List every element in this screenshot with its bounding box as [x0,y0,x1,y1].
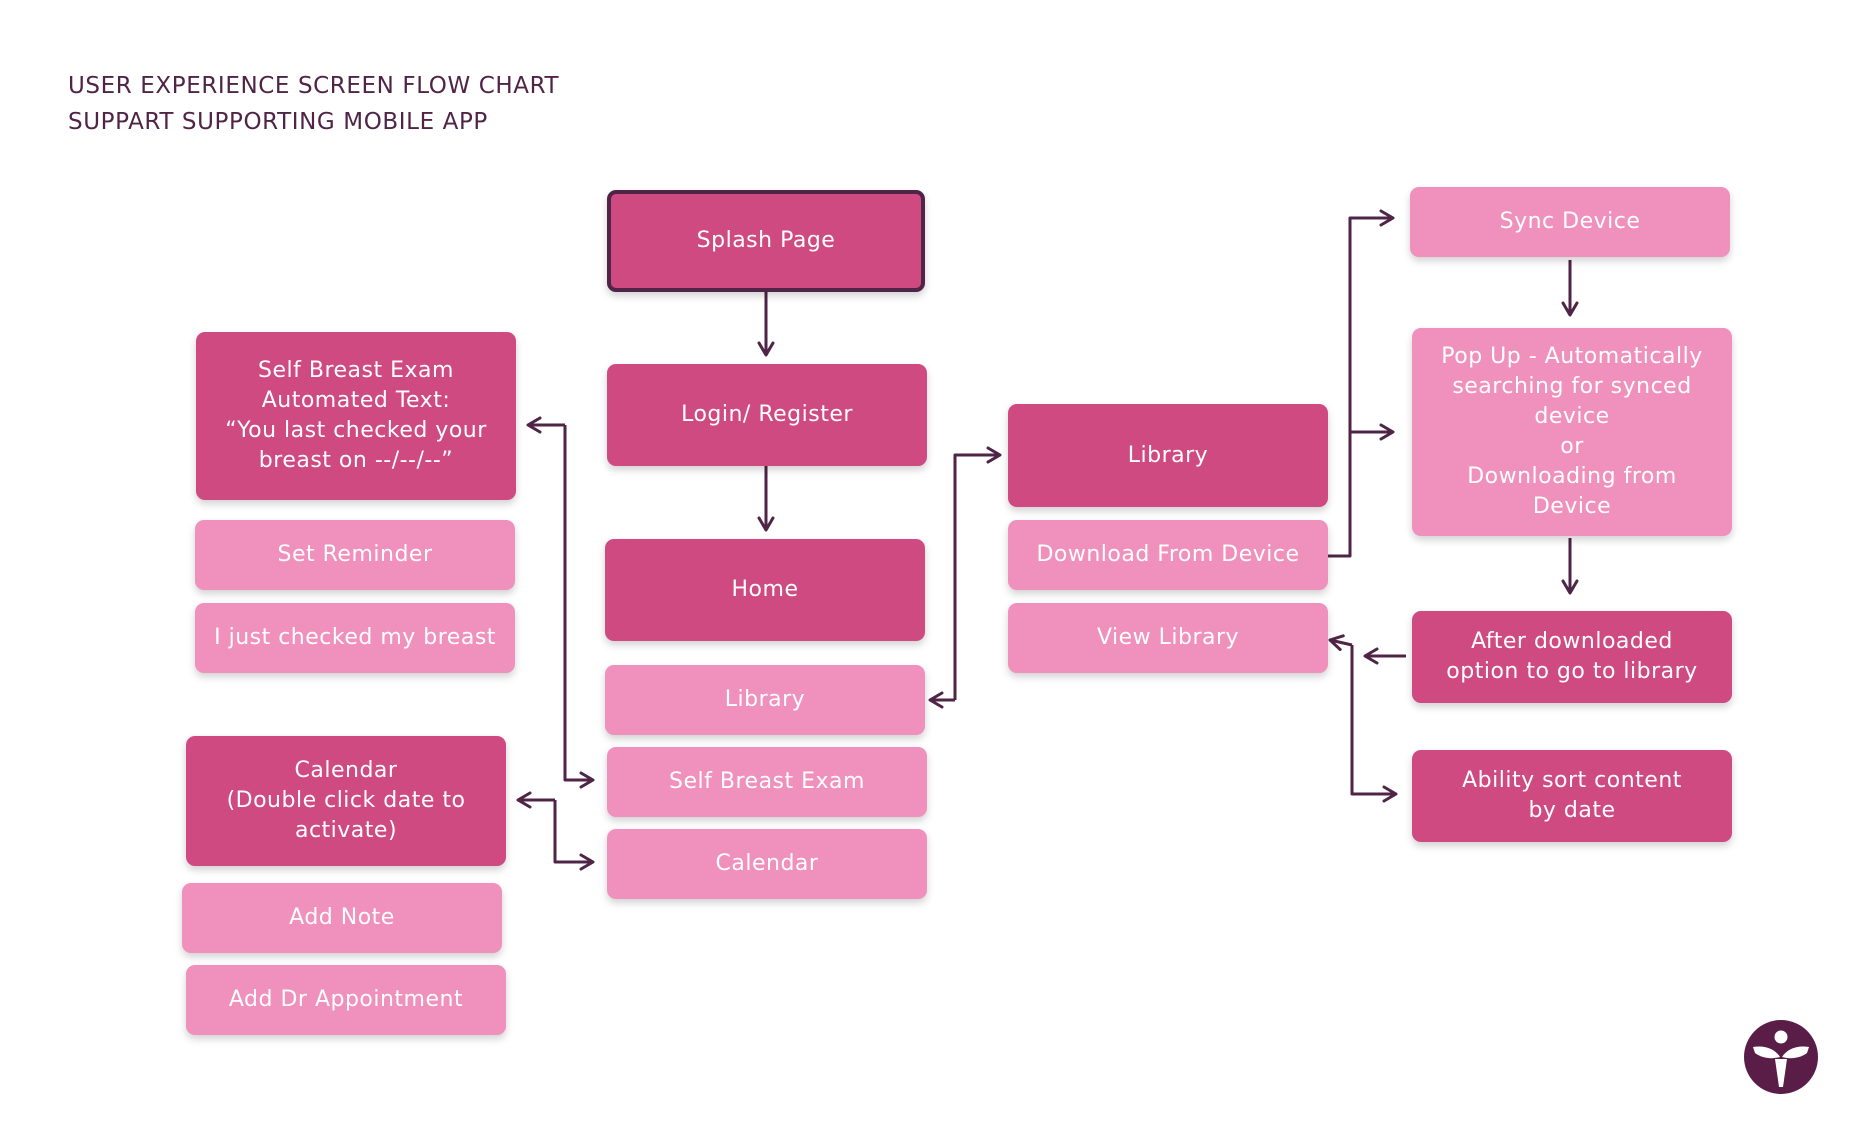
add-note-node: Add Note [182,883,502,953]
view-library-node: View Library [1008,603,1328,673]
chart-title: USER EXPERIENCE SCREEN FLOW CHART SUPPAR… [68,68,559,140]
home-self-breast-exam-node: Self Breast Exam [607,747,927,817]
arrow-view-library-to-sort [1350,645,1398,803]
popup-searching-node: Pop Up - Automatically searching for syn… [1412,328,1732,536]
just-checked-node: I just checked my breast [195,603,515,673]
download-from-device-node: Download From Device [1008,520,1328,590]
library-node: Library [1008,404,1328,507]
sort-by-date-node: Ability sort content by date [1412,750,1732,842]
self-breast-exam-text-node: Self Breast Exam Automated Text: “You la… [196,332,516,500]
winged-figure-logo-icon [1743,1019,1819,1095]
arrow-self-exam-to-text [563,425,595,789]
title-line-1: USER EXPERIENCE SCREEN FLOW CHART [68,73,560,99]
calendar-detail-node: Calendar (Double click date to activate) [186,736,506,866]
after-downloaded-node: After downloaded option to go to library [1412,611,1732,703]
add-dr-appointment-node: Add Dr Appointment [186,965,506,1035]
arrow-calendar-to-detail [553,800,595,871]
title-line-2: SUPPART SUPPORTING MOBILE APP [68,109,488,135]
set-reminder-node: Set Reminder [195,520,515,590]
arrow-download-to-sync [1328,209,1395,558]
login-register-node: Login/ Register [607,364,927,466]
home-node: Home [605,539,925,641]
arrow-sort-back-to-view-library [1328,634,1353,651]
arrow-home-library-to-library [953,446,1002,700]
home-calendar-node: Calendar [607,829,927,899]
home-library-node: Library [605,665,925,735]
sync-device-node: Sync Device [1410,187,1730,257]
splash-page-node: Splash Page [607,190,925,292]
